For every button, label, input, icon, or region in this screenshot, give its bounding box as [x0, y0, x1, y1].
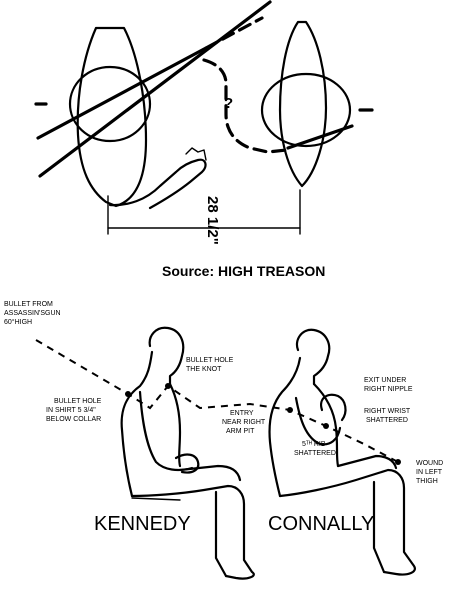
magic-bullet-path	[202, 58, 288, 154]
kennedy-name: KENNEDY	[94, 513, 191, 535]
label-shirt-line3: BELOW COLLAR	[46, 416, 101, 423]
label-wrist-line1: RIGHT WRIST	[364, 408, 411, 415]
trajectory-connally-line	[286, 124, 354, 150]
label-shirt-line2: IN SHIRT 5 3/4"	[46, 407, 96, 414]
connally-leg-front	[372, 480, 386, 574]
label-exit-line1: EXIT UNDER	[364, 377, 406, 384]
label-rib: 5ᵀᴴ RIB SHATTERED	[294, 441, 336, 457]
source-caption: Source: HIGH TREASON	[162, 263, 325, 279]
label-bullet-hole-shirt: BULLET HOLE IN SHIRT 5 3/4" BELOW COLLAR	[46, 398, 102, 423]
label-rib-line1: 5ᵀᴴ RIB	[302, 441, 326, 448]
label-thigh-line2: IN LEFT	[416, 469, 443, 476]
kennedy-hand	[174, 453, 200, 474]
connally-wrist-wound	[323, 423, 329, 429]
connally-top-body	[278, 20, 328, 188]
kennedy-top-hand	[185, 147, 207, 161]
connally-head	[295, 328, 331, 386]
connally-back	[268, 356, 302, 498]
connally-arm	[294, 396, 342, 446]
kennedy-legs	[130, 464, 255, 580]
label-thigh: WOUND IN LEFT THIGH	[416, 460, 443, 485]
kennedy-top-body	[76, 26, 148, 208]
side-view-diagram: BULLET FROM ASSASSIN'SGUN 60°HIGH BULLET…	[4, 301, 443, 580]
connally-legs	[278, 454, 416, 576]
label-entry: ENTRY NEAR RIGHT ARM PIT	[222, 410, 266, 435]
connally-thigh-wound	[395, 459, 401, 465]
question-mark: ?	[224, 95, 233, 112]
label-entry-line2: NEAR RIGHT	[222, 419, 266, 426]
label-exit: EXIT UNDER RIGHT NIPPLE	[364, 377, 413, 393]
connally-name: CONNALLY	[268, 513, 374, 535]
kennedy-chest	[168, 382, 182, 468]
label-entry-line3: ARM PIT	[226, 428, 255, 435]
connally-chest	[312, 382, 340, 468]
label-wrist-line2: SHATTERED	[366, 417, 408, 424]
kennedy-top-arm	[108, 158, 207, 210]
kennedy-back	[120, 350, 154, 498]
connally-figure	[268, 328, 416, 576]
label-thigh-line1: WOUND	[416, 460, 443, 467]
connally-hand	[320, 393, 347, 422]
kennedy-arm	[138, 390, 194, 472]
measurement-label: 28 1/2"	[204, 196, 221, 245]
label-knot-line1: BULLET HOLE	[186, 357, 234, 364]
kennedy-back-wound	[125, 391, 131, 397]
label-bullet-hole-knot: BULLET HOLE THE KNOT	[186, 357, 234, 373]
trajectory-dashed-upper	[204, 16, 264, 50]
label-bullet-from-line1: BULLET FROM	[4, 301, 53, 308]
label-bullet-from: BULLET FROM ASSASSIN'SGUN 60°HIGH	[4, 301, 61, 326]
top-view-diagram: ? 28 1/2" Source: HIGH TREASON	[34, 0, 374, 279]
label-entry-line1: ENTRY	[230, 410, 254, 417]
connally-top-head	[260, 72, 352, 148]
label-exit-line2: RIGHT NIPPLE	[364, 386, 413, 393]
kennedy-figure	[120, 326, 255, 580]
kennedy-top-head	[68, 65, 152, 143]
trajectory-line-lower	[36, 46, 208, 140]
bullet-trajectory	[35, 339, 399, 463]
label-thigh-line3: THIGH	[416, 478, 438, 485]
label-bullet-from-line2: ASSASSIN'SGUN	[4, 310, 61, 317]
trajectory-line-upper	[38, 0, 272, 178]
kennedy-seat	[131, 497, 181, 501]
connally-entry-wound	[287, 407, 293, 413]
label-shirt-line1: BULLET HOLE	[54, 398, 102, 405]
label-knot-line2: THE KNOT	[186, 366, 222, 373]
kennedy-head	[148, 326, 185, 386]
kennedy-leg-front	[214, 490, 228, 578]
label-rib-line2: SHATTERED	[294, 450, 336, 457]
label-bullet-from-line3: 60°HIGH	[4, 318, 32, 326]
label-wrist: RIGHT WRIST SHATTERED	[364, 408, 411, 424]
kennedy-throat-wound	[165, 383, 171, 389]
